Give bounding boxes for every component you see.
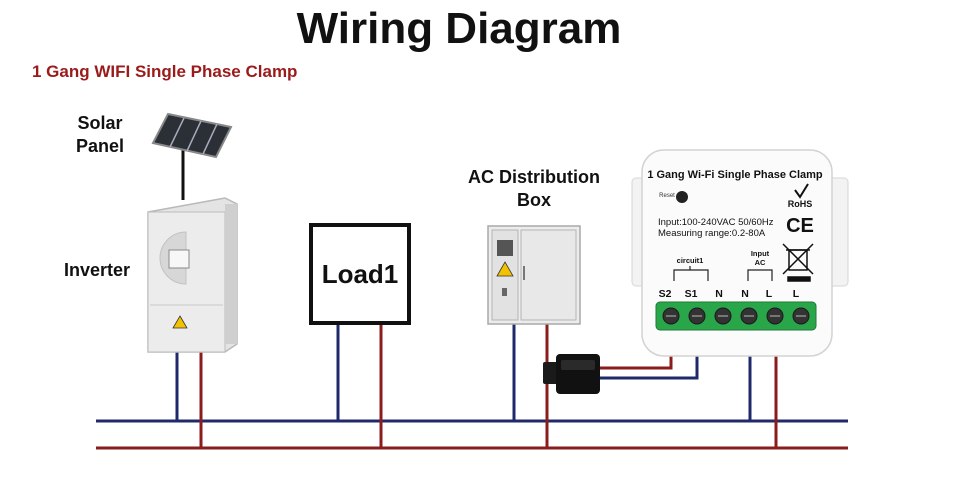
current-clamp-icon: [543, 354, 600, 394]
terminal-label: S2: [659, 288, 672, 300]
solar-panel-icon: [151, 112, 233, 200]
rohs-label: RoHS: [788, 199, 813, 209]
smart-clamp-device: [631, 149, 849, 357]
page-title: Wiring Diagram: [296, 4, 622, 53]
terminal-label: L: [793, 288, 800, 300]
device-header: 1 Gang Wi-Fi Single Phase Clamp: [647, 169, 823, 181]
load-box: Load1: [309, 223, 411, 325]
load-label: Load1: [321, 258, 399, 289]
reset-button-icon: [676, 191, 688, 203]
weee-bin-icon: [782, 243, 814, 282]
inverter-label: Inverter: [64, 260, 131, 280]
spec-input: Input:100-240VAC 50/60Hz: [658, 217, 774, 228]
terminal-label: N: [741, 288, 749, 300]
terminal-label: N: [715, 288, 723, 300]
input-ac-label: AC: [755, 258, 766, 267]
terminal-label: S1: [685, 288, 698, 300]
diagram-subtitle: 1 Gang WIFI Single Phase Clamp: [32, 62, 298, 81]
terminal-label: L: [766, 288, 773, 300]
ac-distribution-box-icon: [487, 225, 581, 325]
ce-mark: CE: [786, 215, 814, 237]
input-label: Input: [751, 249, 770, 258]
ac-distribution-box-label: AC Distribution Box: [468, 167, 600, 210]
spec-range: Measuring range:0.2-80A: [658, 228, 766, 239]
reset-label: Reset: [659, 193, 675, 199]
circuit-label: circuit1: [677, 256, 704, 265]
solar-panel-label: Solar Panel: [75, 113, 125, 156]
inverter-icon: [147, 197, 238, 353]
rohs-check-icon: [794, 183, 809, 199]
